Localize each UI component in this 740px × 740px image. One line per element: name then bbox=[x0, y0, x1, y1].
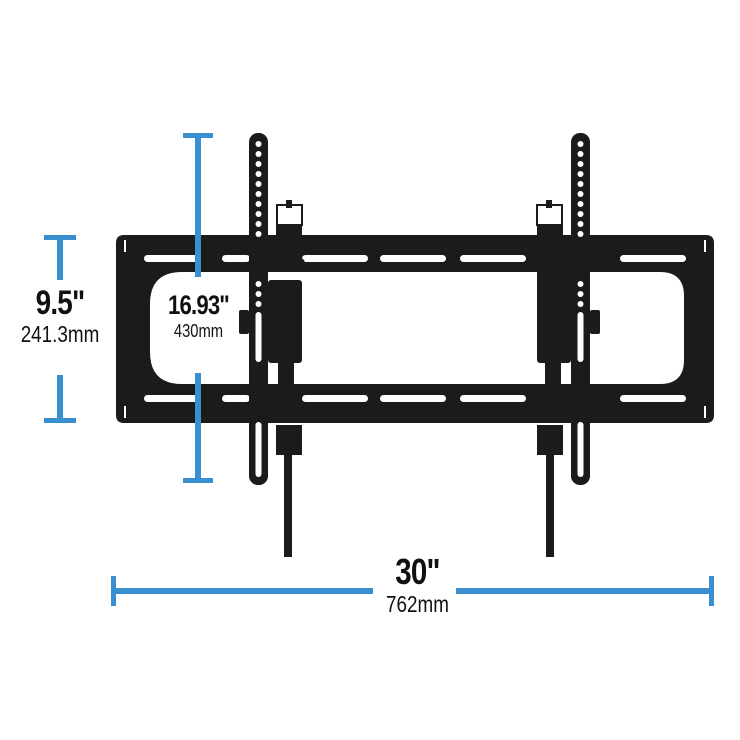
vertical-spacing-label: 16.93" 430mm bbox=[146, 290, 251, 342]
width-imperial: 30" bbox=[395, 551, 440, 592]
width-label: 30" 762mm bbox=[330, 551, 505, 618]
vertical-spacing-dimension-line bbox=[183, 133, 213, 483]
width-metric: 762mm bbox=[386, 591, 449, 617]
width-dimension-line bbox=[111, 576, 714, 606]
dimension-lines bbox=[44, 133, 714, 606]
vertical-spacing-imperial: 16.93" bbox=[168, 290, 230, 320]
height-imperial: 9.5" bbox=[35, 284, 86, 322]
vertical-spacing-metric: 430mm bbox=[173, 321, 224, 341]
right-tilt-arm bbox=[532, 133, 600, 557]
height-label: 9.5" 241.3mm bbox=[0, 285, 120, 347]
height-metric: 241.3mm bbox=[20, 321, 100, 347]
height-dimension-line bbox=[44, 235, 76, 423]
wall-plate bbox=[116, 235, 714, 423]
left-tilt-arm bbox=[239, 133, 305, 557]
